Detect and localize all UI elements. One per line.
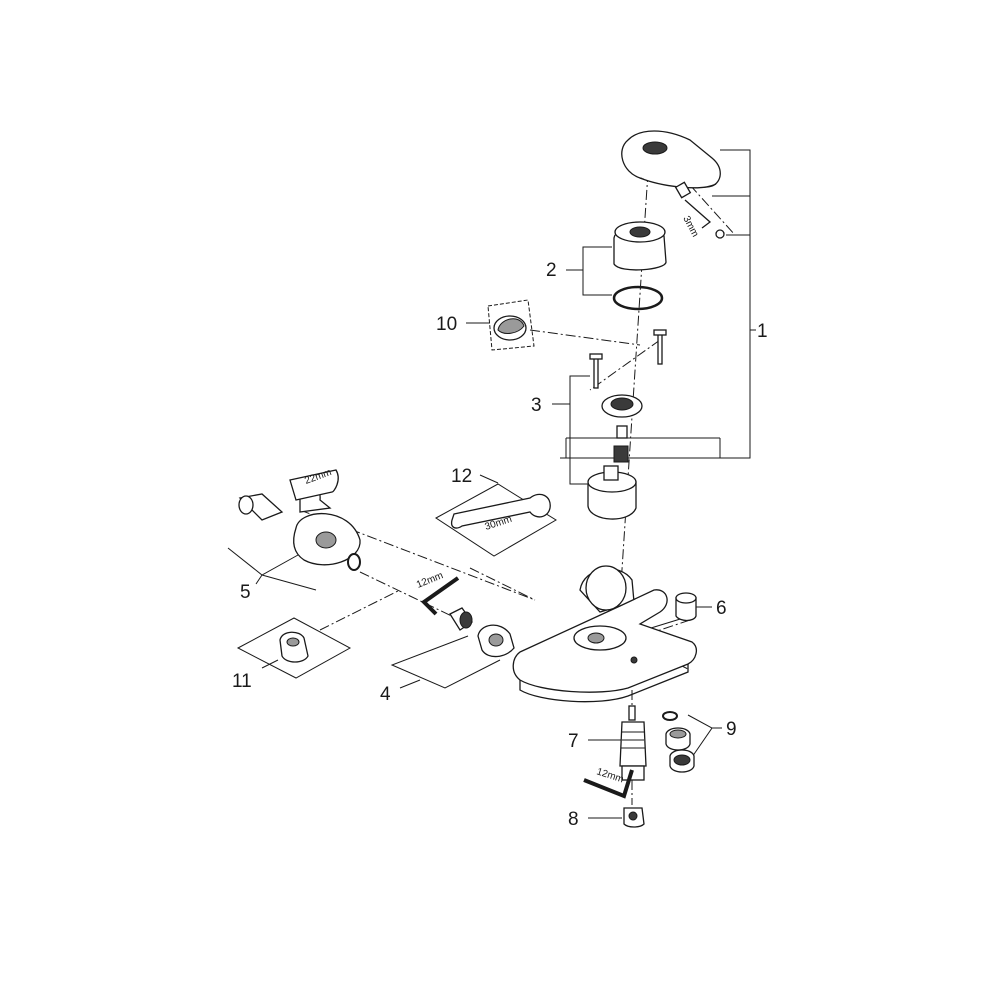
- part-4-connection-set: 12mm: [415, 570, 515, 658]
- callout-11: 11: [232, 671, 252, 692]
- mixer-body: [512, 565, 698, 703]
- part-6-cap: [675, 592, 697, 622]
- part-7-diverter: [619, 705, 647, 781]
- callout-6: 6: [716, 598, 727, 619]
- part-9-aerator: [662, 711, 695, 773]
- part-2-cover-cap: [612, 221, 667, 311]
- part-12-spanner-30mm: 30mm: [435, 483, 557, 557]
- callout-12: 12: [451, 466, 472, 487]
- callout-1: 1: [757, 321, 768, 342]
- callout-7: 7: [568, 731, 579, 752]
- part-11-extension-piece: [236, 617, 352, 679]
- callout-5: 5: [240, 582, 251, 603]
- cartridge: [587, 465, 637, 520]
- assembly-centerlines: [299, 171, 736, 805]
- part-5-eccentric-connector: 22mm: [238, 467, 361, 571]
- dimension-12mm-bottom: 12mm: [595, 766, 625, 785]
- part-10-cartridge-insert: [487, 299, 535, 351]
- callout-9: 9: [726, 719, 737, 740]
- dimension-12mm-left: 12mm: [415, 570, 445, 591]
- part-1-lever-handle: 3mm: [621, 130, 725, 239]
- callout-2: 2: [546, 260, 557, 281]
- part-3-cartridge-fixing: [589, 329, 667, 463]
- callout-3: 3: [531, 395, 542, 416]
- callout-4: 4: [380, 684, 391, 705]
- callout-labels: 1 2 3 4 5 6 7 8 9 10 12 11: [232, 260, 768, 830]
- dimension-3mm: 3mm: [680, 214, 700, 239]
- callout-10: 10: [436, 314, 457, 335]
- callout-8: 8: [568, 809, 579, 830]
